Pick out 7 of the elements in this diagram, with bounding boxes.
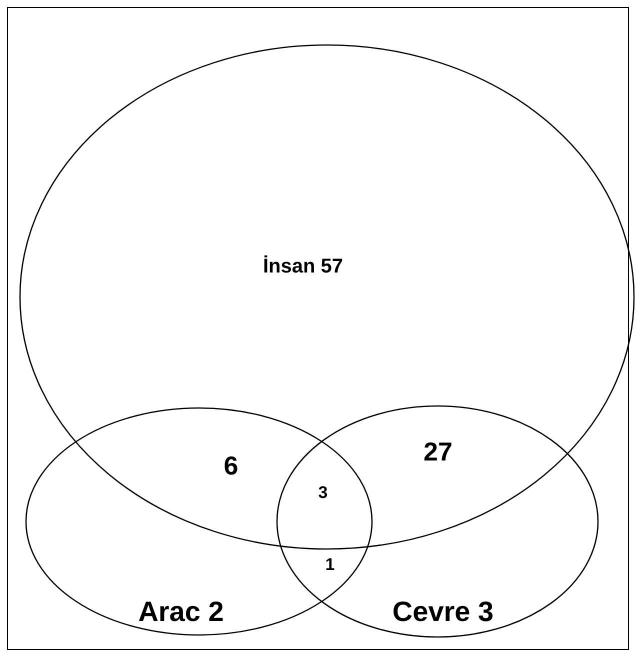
- set-label: Cevre 3: [392, 596, 494, 628]
- count-label: 1: [325, 555, 335, 575]
- count-label: 6: [224, 450, 238, 482]
- set-label: Arac 2: [138, 596, 224, 628]
- count-label: 27: [424, 436, 452, 468]
- count-label: 3: [318, 483, 328, 503]
- set-label: İnsan 57: [262, 256, 344, 278]
